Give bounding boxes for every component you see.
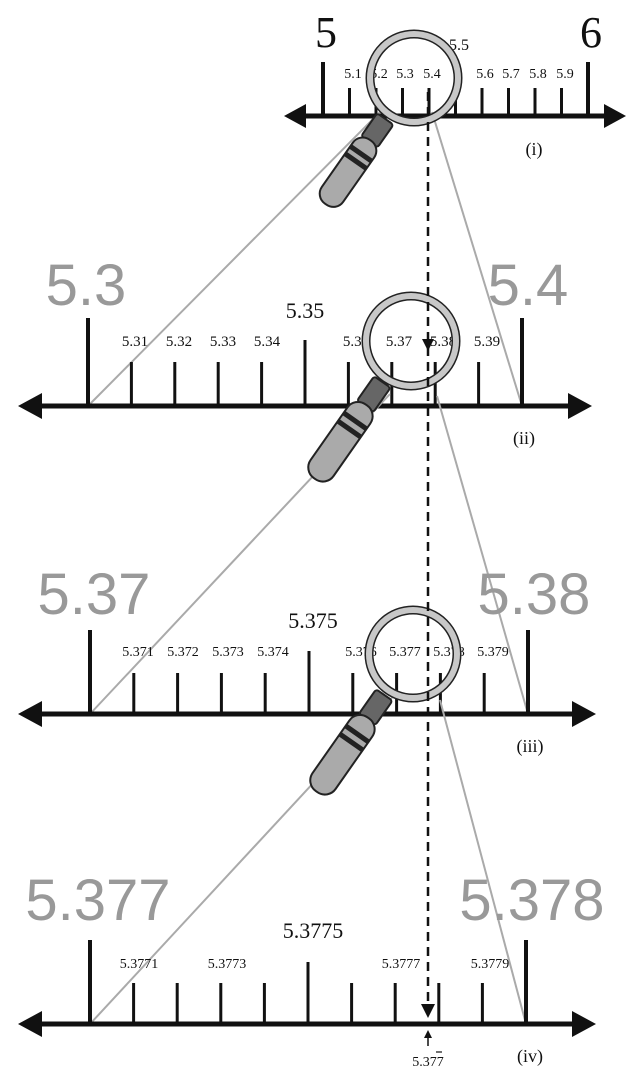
magnifying-glass-icon <box>309 605 462 796</box>
minor-label-i-8: 5.8 <box>529 67 547 82</box>
minor-label-ii-4: 5.34 <box>254 334 281 350</box>
dashed-pointer-icon <box>421 92 435 1018</box>
arrowhead-left-ii <box>18 393 42 419</box>
minor-label-iv-9: 5.3779 <box>471 957 510 972</box>
minor-label-i-4: 5.4 <box>423 67 441 82</box>
line-tag-iii: (iii) <box>517 736 544 757</box>
funnel-line-right-ii <box>436 395 529 715</box>
mid-label-ii: 5.35 <box>286 298 325 323</box>
minor-label-ii-8: 5.38 <box>430 334 456 350</box>
minor-label-i-3: 5.3 <box>396 67 414 82</box>
minor-label-i-7: 5.7 <box>502 67 520 82</box>
end-label-right-i: 6 <box>580 8 602 57</box>
minor-label-ii-3: 5.33 <box>210 334 236 350</box>
arrowhead-right-iii <box>572 701 596 727</box>
zoom-funnel-i-ii <box>87 111 523 407</box>
number-line-iii: 5.37 5.38 5.375 5.371 5.372 5.373 5.374 … <box>18 562 596 757</box>
arrowhead-right-ii <box>568 393 592 419</box>
end-label-left-i: 5 <box>315 8 337 57</box>
funnel-line-right-iii <box>439 699 527 1025</box>
minor-label-iii-7: 5.377 <box>389 645 421 660</box>
funnel-line-right-i <box>431 111 523 407</box>
mid-label-iii: 5.375 <box>288 608 338 633</box>
minor-label-iii-1: 5.371 <box>122 645 154 660</box>
mid-label-i: 5.5 <box>449 37 469 54</box>
magnifying-glass-icon <box>318 29 463 208</box>
pointer-arrowhead-ii <box>422 339 434 351</box>
minor-label-ii-9: 5.39 <box>474 334 500 350</box>
minor-label-ii-7: 5.37 <box>386 334 413 350</box>
result-value: 5.377 <box>412 1055 444 1070</box>
pointer-arrowhead-iv <box>421 1004 435 1018</box>
line-tag-i: (i) <box>526 139 543 160</box>
arrowhead-right-iv <box>572 1011 596 1037</box>
minor-label-ii-1: 5.31 <box>122 334 148 350</box>
minor-label-i-1: 5.1 <box>344 67 362 82</box>
arrowhead-right-i <box>604 104 626 128</box>
number-line-ii: 5.3 5.4 5.35 5.31 5.32 5.33 5.34 5.36 5.… <box>18 253 592 449</box>
minor-label-iii-4: 5.374 <box>257 645 289 660</box>
mid-label-iv: 5.3775 <box>283 918 344 943</box>
end-label-left-iii: 5.37 <box>38 562 151 627</box>
line-tag-iv: (iv) <box>517 1046 543 1067</box>
result-marker: 5.377 <box>412 1030 444 1070</box>
end-label-right-iii: 5.38 <box>478 562 591 627</box>
result-repeat-digit: 7 <box>437 1055 444 1070</box>
minor-label-iv-1: 5.3771 <box>120 957 159 972</box>
minor-label-iii-2: 5.372 <box>167 645 199 660</box>
minor-label-iii-9: 5.379 <box>477 645 509 660</box>
funnel-line-left-i <box>87 111 381 407</box>
minor-label-ii-2: 5.32 <box>166 334 192 350</box>
line-tag-ii: (ii) <box>513 428 535 449</box>
end-label-right-ii: 5.4 <box>488 253 569 318</box>
minor-label-iii-3: 5.373 <box>212 645 244 660</box>
minor-label-iv-3: 5.3773 <box>208 957 247 972</box>
minor-label-iv-7: 5.3777 <box>382 957 421 972</box>
arrowhead-left-i <box>284 104 306 128</box>
minor-label-i-6: 5.6 <box>476 67 494 82</box>
arrowhead-left-iv <box>18 1011 42 1037</box>
result-arrowhead <box>424 1030 432 1038</box>
end-label-left-ii: 5.3 <box>46 253 127 318</box>
end-label-right-iv: 5.378 <box>459 868 604 933</box>
minor-label-i-9: 5.9 <box>556 67 574 82</box>
end-label-left-iv: 5.377 <box>25 868 170 933</box>
number-line-iv: 5.377 5.378 5.3775 5.3771 5.3773 5.3777 … <box>18 868 605 1067</box>
arrowhead-left-iii <box>18 701 42 727</box>
magnifying-glass-icon <box>307 291 461 483</box>
result-base: 5.37 <box>412 1055 437 1070</box>
